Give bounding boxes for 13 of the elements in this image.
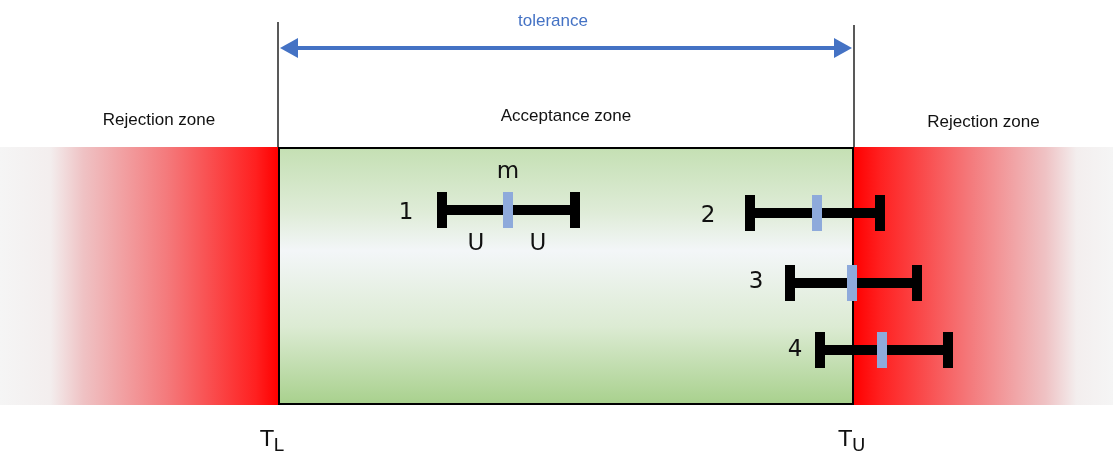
zone-label: Rejection zone	[102, 110, 216, 130]
bar-number: 4	[787, 336, 803, 360]
dimension-label: tolerance	[518, 11, 588, 29]
bar-number: 1	[398, 199, 414, 223]
limit-label: T$_{U}$	[838, 427, 866, 455]
zone-label: Acceptance zone	[500, 106, 632, 126]
limit-label: T$_{L}$	[260, 427, 284, 455]
bar-number: 3	[748, 268, 764, 292]
uncertainty-label: U	[467, 230, 485, 254]
zone-label: Rejection zone	[927, 112, 1040, 132]
bar-number: 2	[700, 202, 716, 226]
mean-label: m	[496, 158, 520, 182]
uncertainty-label: U	[529, 230, 547, 254]
